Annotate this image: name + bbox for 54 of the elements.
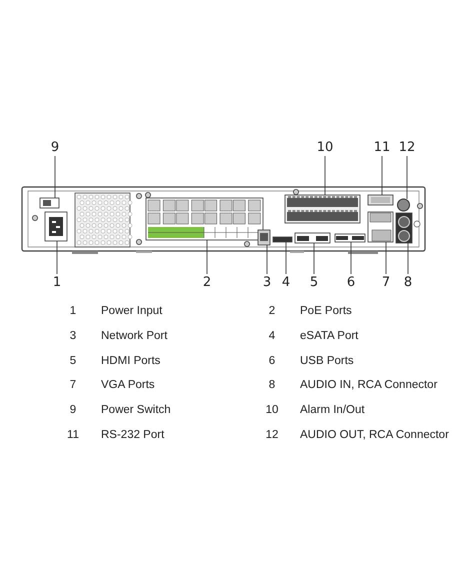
- callout-number: 1: [52, 276, 62, 289]
- item-description: USB Ports: [300, 356, 354, 368]
- callout-number: 8: [404, 276, 412, 289]
- item-description: AUDIO OUT, RCA Connector: [300, 430, 449, 442]
- leader-line: [56, 240, 58, 274]
- power-switch: [40, 198, 60, 208]
- callout-number: 11: [374, 141, 390, 154]
- callout-number: 5: [310, 276, 318, 289]
- usb-ports: [334, 234, 366, 242]
- vga-ports: [368, 212, 394, 242]
- item-number: 3: [70, 330, 76, 342]
- leader-line: [54, 156, 56, 198]
- callout-number: 3: [262, 276, 272, 289]
- item-description: eSATA Port: [300, 330, 358, 342]
- callout-number: 4: [282, 276, 290, 289]
- callout-number: 12: [398, 141, 416, 154]
- serial-port: [368, 194, 394, 206]
- item-number: 7: [70, 380, 76, 392]
- item-description: Power Input: [101, 306, 162, 318]
- item-description: PoE Ports: [300, 306, 352, 318]
- ethernet-port-bank: [146, 198, 264, 240]
- callout-number: 10: [316, 141, 334, 154]
- item-number: 12: [266, 430, 278, 442]
- item-description: AUDIO IN, RCA Connector: [300, 380, 438, 392]
- leader-line: [324, 156, 326, 196]
- item-description: HDMI Ports: [101, 356, 160, 368]
- callout-number: 2: [202, 276, 212, 289]
- leader-line: [266, 244, 268, 274]
- item-description: Alarm In/Out: [300, 405, 365, 417]
- item-number: 4: [268, 330, 276, 342]
- item-number: 2: [268, 306, 276, 318]
- alarm-terminal-block: [284, 194, 360, 224]
- item-number: 1: [70, 306, 76, 318]
- item-number: 10: [266, 405, 278, 417]
- esata-port: [272, 236, 292, 242]
- leader-line: [206, 240, 208, 274]
- leader-line: [350, 242, 352, 274]
- item-number: 6: [268, 356, 276, 368]
- item-description: Network Port: [101, 330, 168, 342]
- item-number: 8: [268, 380, 276, 392]
- item-number: 11: [67, 430, 79, 442]
- callout-number: 9: [50, 141, 60, 154]
- rca-connectors: [396, 212, 412, 244]
- item-number: 9: [70, 405, 76, 417]
- item-description: VGA Ports: [101, 380, 155, 392]
- item-number: 5: [70, 356, 76, 368]
- callout-number: 6: [346, 276, 356, 289]
- item-description: RS-232 Port: [101, 430, 164, 442]
- hdmi-ports: [294, 232, 330, 244]
- callout-number: 7: [382, 276, 390, 289]
- item-description: Power Switch: [101, 405, 171, 417]
- power-inlet: [44, 212, 68, 242]
- leader-line: [406, 156, 408, 200]
- ethernet-port: [258, 230, 270, 246]
